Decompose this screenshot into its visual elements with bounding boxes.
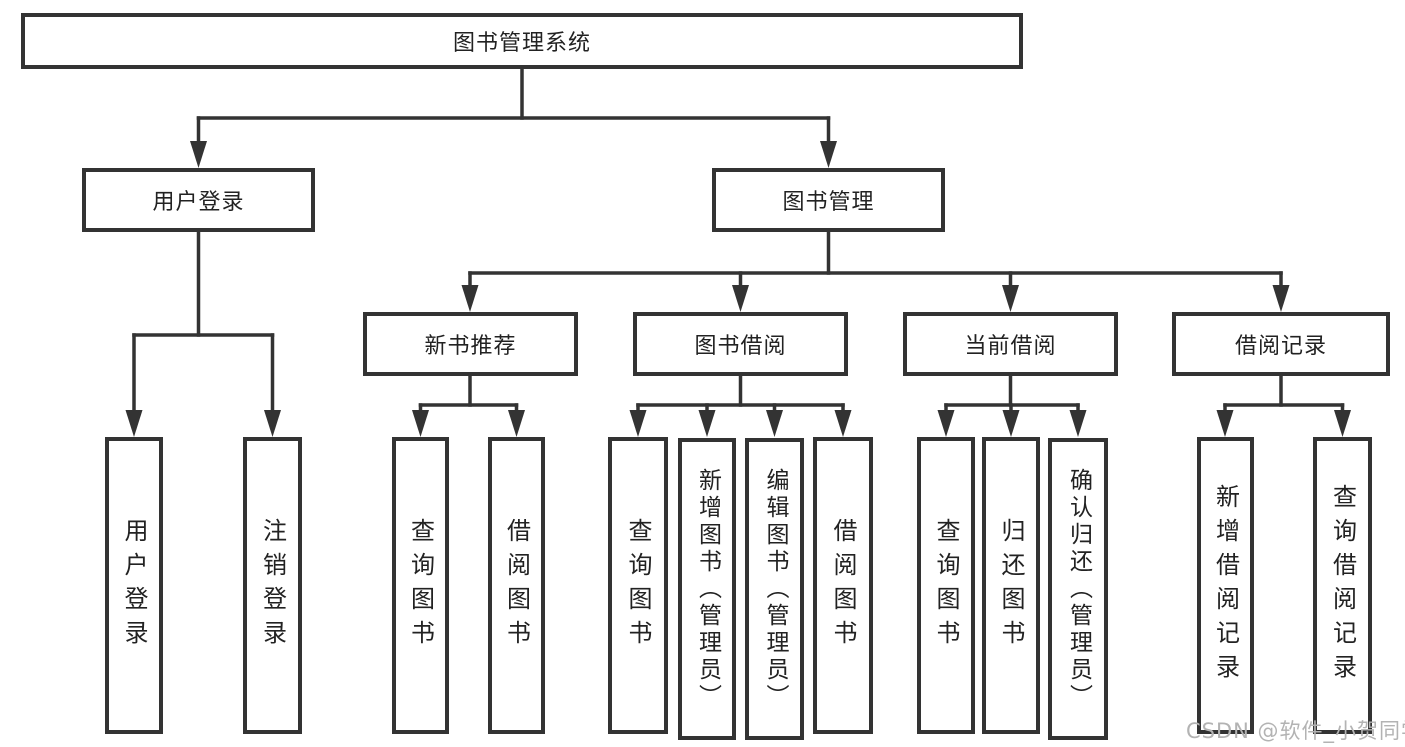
connector-book-borrowing-to-children (629, 372, 852, 437)
node-label: 编辑图书（管理员） (762, 467, 788, 711)
leaf-add-borrow-record: 新增借阅记录 (1197, 437, 1254, 734)
arrowhead (937, 410, 955, 437)
node-label: 借阅图书 (829, 517, 857, 654)
node-label: 图书管理系统 (452, 31, 591, 56)
node-label: 新增借阅记录 (1211, 483, 1240, 688)
leaf-return-books: 归还图书 (982, 437, 1040, 734)
arrowhead (1334, 410, 1351, 437)
node-label: 用户登录 (120, 517, 148, 654)
node-book-borrowing: 图书借阅 (633, 312, 848, 376)
arrowhead (264, 410, 281, 437)
connector-borrow-records-to-children (1216, 372, 1351, 437)
node-label: 注销登录 (258, 517, 287, 654)
arrowhead (766, 410, 783, 437)
arrowhead (1002, 410, 1020, 437)
node-label: 查询图书 (932, 517, 960, 654)
node-current-borrowing: 当前借阅 (903, 312, 1118, 376)
connector-current-borrowing-to-children (937, 372, 1087, 437)
node-label: 借阅图书 (502, 517, 531, 654)
node-label: 当前借阅 (964, 334, 1057, 359)
leaf-edit-books-admin: 编辑图书（管理员） (745, 438, 804, 740)
node-book-management: 图书管理 (712, 168, 945, 232)
leaf-query-books-recommend: 查询图书 (392, 437, 449, 734)
arrowhead (629, 410, 647, 437)
node-new-book-recommendation: 新书推荐 (363, 312, 578, 376)
node-label: 新增图书（管理员） (694, 467, 721, 711)
node-library-management-system: 图书管理系统 (21, 13, 1023, 69)
leaf-borrow-books-recommend: 借阅图书 (488, 437, 545, 734)
node-label: 确认归还（管理员） (1065, 467, 1092, 711)
arrowhead (125, 410, 143, 437)
node-borrowing-records: 借阅记录 (1172, 312, 1390, 376)
node-label: 查询图书 (406, 517, 435, 654)
leaf-borrow-books-borrowing: 借阅图书 (813, 437, 873, 734)
leaf-confirm-return-admin: 确认归还（管理员） (1048, 438, 1108, 740)
watermark: CSDN @软件_小贺同学 (1186, 719, 1405, 743)
node-label: 用户登录 (152, 190, 245, 215)
arrowhead (834, 410, 852, 437)
arrowhead (820, 141, 837, 168)
node-label: 图书借阅 (694, 334, 787, 359)
arrowhead (508, 410, 525, 437)
arrowhead (732, 285, 749, 312)
leaf-query-books-borrowing: 查询图书 (608, 437, 668, 734)
node-label: 归还图书 (997, 517, 1025, 654)
leaf-user-login: 用户登录 (105, 437, 163, 734)
leaf-query-books-current: 查询图书 (917, 437, 975, 734)
arrowhead (461, 285, 479, 312)
leaf-add-books-admin: 新增图书（管理员） (678, 438, 736, 740)
connector-book-management-to-children (461, 228, 1290, 312)
node-label: 查询借阅记录 (1328, 483, 1357, 688)
arrowhead (190, 141, 207, 168)
node-label: 借阅记录 (1234, 334, 1327, 359)
arrowhead (1069, 410, 1087, 437)
node-label: 查询图书 (624, 517, 652, 654)
connector-user-login-to-children (125, 228, 281, 437)
node-label: 图书管理 (782, 190, 875, 215)
arrowhead (1272, 285, 1290, 312)
arrowhead (698, 410, 716, 437)
leaf-query-borrow-record: 查询借阅记录 (1313, 437, 1372, 734)
connector-root-to-children (190, 64, 837, 168)
arrowhead (1216, 410, 1234, 437)
node-user-login: 用户登录 (82, 168, 315, 232)
arrowhead (1002, 285, 1019, 312)
connector-new-book-to-children (412, 372, 525, 437)
node-label: 新书推荐 (424, 334, 517, 359)
leaf-logout: 注销登录 (243, 437, 302, 734)
arrowhead (412, 410, 429, 437)
